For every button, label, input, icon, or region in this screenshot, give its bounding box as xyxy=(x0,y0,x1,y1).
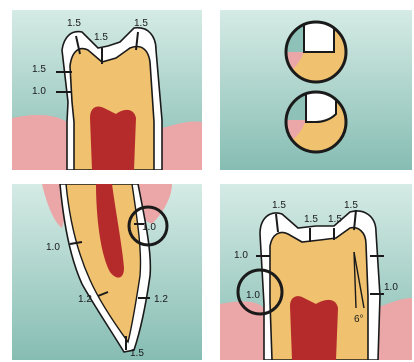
label-fossa: 1.5 xyxy=(94,32,108,43)
label-cervical: 1.0 xyxy=(32,86,46,97)
gum-right xyxy=(162,121,202,170)
panel-top-right xyxy=(220,10,412,170)
gum-left xyxy=(220,301,264,360)
panel-bottom-right: 1.5 1.5 1.5 1.5 1.0 1.0 1.0 6° xyxy=(220,184,412,360)
label-right-lower: 1.2 xyxy=(154,294,168,305)
label-cusp-right: 1.5 xyxy=(134,18,148,29)
label-left-upper: 1.0 xyxy=(46,242,60,253)
label-cusp-left: 1.5 xyxy=(67,18,81,29)
pulp xyxy=(90,106,136,170)
label-cervical-right: 1.0 xyxy=(384,282,398,293)
label-right-upper: 1.0 xyxy=(142,222,156,233)
molar-cross-section-diagram: 1.5 1.5 1.5 1.5 1.0 xyxy=(12,10,202,170)
margin-detail-diagram xyxy=(220,10,412,170)
panel-top-left: 1.5 1.5 1.5 1.5 1.0 xyxy=(12,10,202,170)
gum-left xyxy=(12,115,67,170)
label-taper-angle: 6° xyxy=(354,314,364,325)
molar-crown-diagram: 1.5 1.5 1.5 1.5 1.0 1.0 1.0 6° xyxy=(220,184,412,360)
label-left-lower: 1.2 xyxy=(78,294,92,305)
label-fossa-1: 1.5 xyxy=(304,214,318,225)
pulp xyxy=(290,296,338,360)
label-cusp-1: 1.5 xyxy=(272,200,286,211)
panel-bottom-left: 1.0 1.0 1.2 1.2 1.5 xyxy=(12,184,202,360)
label-cusp-2: 1.5 xyxy=(344,200,358,211)
label-incisal: 1.5 xyxy=(130,348,144,359)
label-wall-left: 1.0 xyxy=(234,250,248,261)
label-fossa-2: 1.5 xyxy=(328,214,342,225)
label-wall: 1.5 xyxy=(32,64,46,75)
label-cervical-left: 1.0 xyxy=(246,290,260,301)
anterior-tooth-diagram: 1.0 1.0 1.2 1.2 1.5 xyxy=(12,184,202,360)
